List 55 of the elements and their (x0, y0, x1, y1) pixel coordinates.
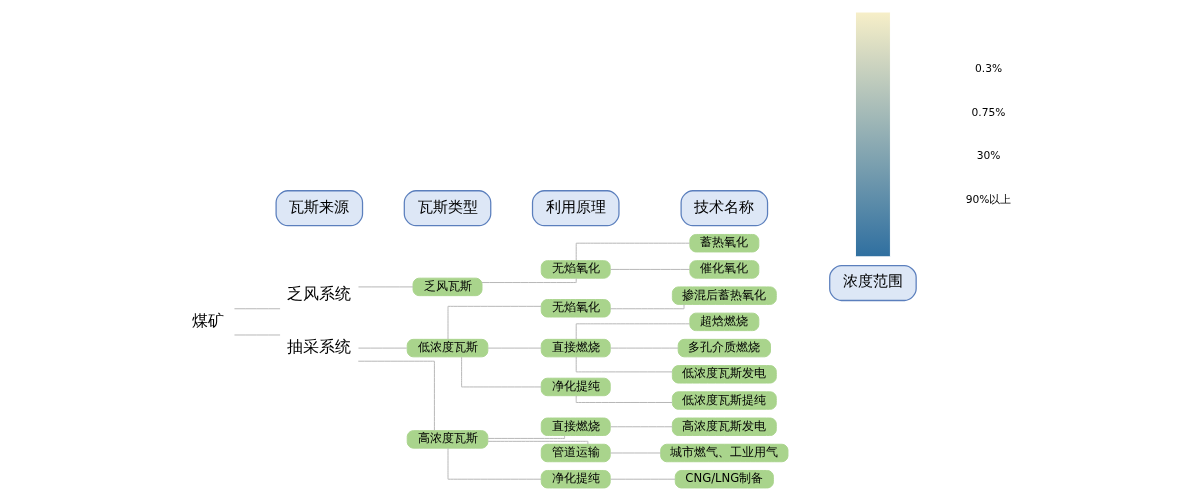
connector (357, 347, 407, 349)
node-box: 催化氧化 (688, 260, 759, 279)
node-box: 直接燃烧 (540, 417, 611, 436)
node-box: 多孔介质燃烧 (677, 338, 771, 358)
node-text: 煤矿 (191, 311, 224, 330)
connector (575, 395, 673, 403)
node-bar (854, 11, 891, 258)
node-box: 净化提纯 (540, 377, 611, 397)
connector (609, 452, 661, 454)
connector (233, 308, 281, 310)
node-text: 抽采系统 (286, 337, 351, 356)
connector (575, 242, 690, 262)
connector (609, 426, 673, 428)
node-box: 掺混后蓄热氧化 (671, 286, 777, 305)
node-box: 低浓度瓦斯 (406, 338, 488, 358)
node-box: 高浓度瓦斯发电 (671, 417, 777, 436)
node-box: 瓦斯来源 (274, 190, 363, 227)
connector (487, 440, 588, 445)
label: 90%以上 (965, 193, 1011, 207)
label: 0.75% (971, 105, 1005, 119)
node-box: 超焓燃烧 (688, 312, 759, 332)
connector (357, 286, 413, 288)
connector (357, 360, 435, 431)
connector (447, 305, 542, 340)
label: 0.3% (974, 62, 1002, 76)
connector (487, 435, 565, 439)
connector (487, 347, 542, 349)
node-box: 无焰氧化 (540, 299, 611, 318)
connector (233, 334, 281, 336)
connector (447, 447, 542, 480)
node-box: 蓄热氧化 (688, 233, 759, 253)
node-box: 直接燃烧 (540, 338, 611, 358)
connector (575, 356, 673, 373)
connector (609, 347, 679, 349)
node-box: 高浓度瓦斯 (406, 430, 488, 449)
node-box: 浓度范围 (828, 264, 917, 302)
node-box: 管道运输 (540, 443, 611, 463)
node-text: 乏风系统 (286, 285, 351, 304)
node-box: 瓦斯类型 (403, 190, 491, 227)
node-box: 技术名称 (680, 190, 768, 227)
node-box: CNG/LNG制备 (674, 470, 774, 489)
connector (609, 478, 676, 480)
connector (609, 304, 684, 310)
connector (481, 277, 577, 284)
node-box: 净化提纯 (540, 470, 611, 489)
node-box: 利用原理 (531, 190, 620, 227)
node-box: 城市燃气、工业用气 (659, 443, 788, 463)
node-box: 低浓度瓦斯提纯 (671, 391, 777, 410)
connector (460, 356, 542, 388)
connector (609, 268, 690, 270)
label: 30% (976, 149, 1000, 163)
node-box: 无焰氧化 (540, 260, 611, 279)
connector (575, 323, 690, 340)
node-box: 低浓度瓦斯发电 (671, 365, 777, 384)
node-box: 乏风瓦斯 (412, 277, 482, 297)
